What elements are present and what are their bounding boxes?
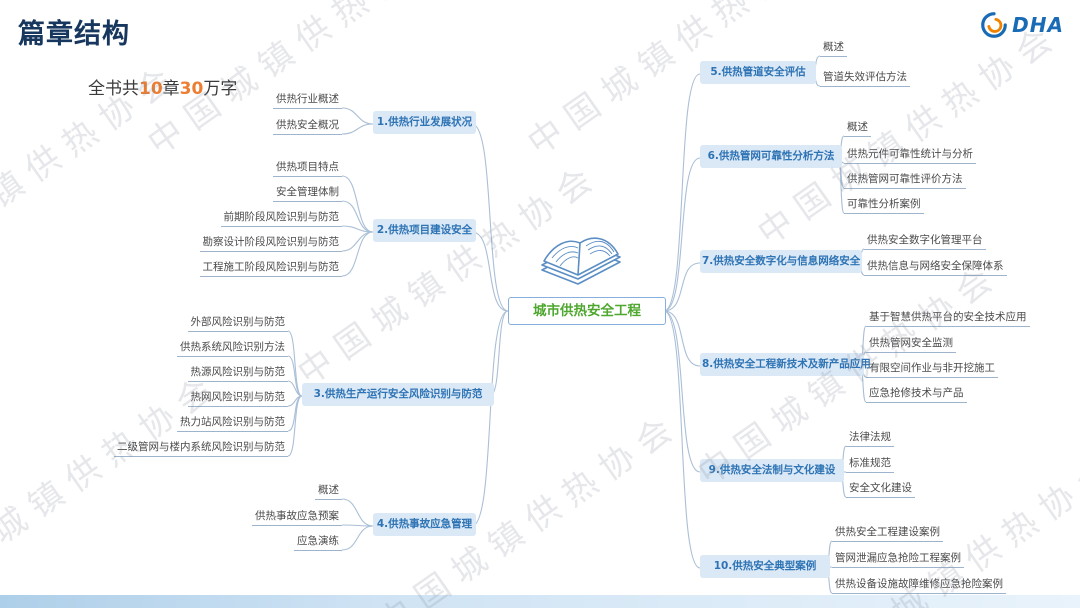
bottom-accent-bar: [0, 595, 1080, 608]
leaf-node: 安全管理体制: [273, 185, 342, 202]
page-title: 篇章结构: [18, 19, 130, 50]
leaf-node: 可靠性分析案例: [844, 197, 924, 214]
leaf-node: 供热信息与网络安全保障体系: [864, 259, 1007, 276]
leaf-node: 供热管网可靠性评价方法: [844, 172, 966, 189]
chapter-node-4: 4.供热事故应急管理: [373, 513, 476, 536]
leaf-node: 法律法规: [846, 430, 894, 447]
leaf-node: 工程施工阶段风险识别与防范: [199, 260, 342, 277]
chapter-node-3: 3.供热生产运行安全风险识别与防范: [302, 383, 494, 406]
leaf-node: 供热行业概述: [273, 92, 342, 109]
leaf-node: 安全文化建设: [846, 481, 915, 498]
leaf-node: 供热管网安全监测: [866, 336, 956, 353]
leaf-node: 标准规范: [846, 456, 894, 473]
leaf-node: 供热项目特点: [273, 160, 342, 177]
chapter-node-8: 8.供热安全工程新技术及新产品应用: [700, 353, 871, 376]
leaf-node: 供热设备设施故障维修应急抢险案例: [832, 577, 1006, 594]
leaf-node: 基于智慧供热平台的安全技术应用: [866, 310, 1030, 327]
leaf-node: 管网泄漏应急抢险工程案例: [832, 551, 964, 568]
chapter-node-5: 5.供热管道安全评估: [700, 61, 816, 84]
leaf-node: 供热安全工程建设案例: [832, 525, 943, 542]
leaf-node: 供热元件可靠性统计与分析: [844, 147, 976, 164]
leaf-node: 热网风险识别与防范: [187, 390, 288, 407]
subtitle-word-count: 30: [179, 79, 204, 99]
root-node: 城市供热安全工程: [508, 297, 666, 325]
leaf-node: 二级管网与楼内系统风险识别与防范: [114, 440, 288, 457]
chapter-node-9: 9.供热安全法制与文化建设: [700, 459, 844, 482]
leaf-node: 勘察设计阶段风险识别与防范: [199, 235, 342, 252]
chapter-node-10: 10.供热安全典型案例: [700, 555, 830, 578]
leaf-node: 概述: [820, 40, 847, 57]
leaf-node: 供热安全概况: [273, 118, 342, 135]
leaf-node: 应急抢修技术与产品: [866, 386, 967, 403]
cdha-logo: DHA: [979, 10, 1064, 40]
leaf-node: 外部风险识别与防范: [187, 315, 288, 332]
subtitle-mid: 章: [162, 79, 180, 99]
subtitle: 全书共10章30万字: [88, 74, 237, 99]
leaf-node: 有限空间作业与非开挖施工: [866, 361, 998, 378]
leaf-node: 供热事故应急预案: [252, 509, 342, 526]
leaf-node: 概述: [844, 120, 871, 137]
subtitle-chapter-count: 10: [139, 79, 163, 99]
leaf-node: 概述: [315, 483, 342, 500]
leaf-node: 热源风险识别与防范: [187, 365, 288, 382]
chapter-node-7: 7.供热安全数字化与信息网络安全: [700, 250, 862, 273]
book-icon: [541, 237, 621, 285]
subtitle-pre: 全书共: [88, 79, 139, 99]
chapter-node-6: 6.供热管网可靠性分析方法: [700, 145, 842, 168]
chapter-node-1: 1.供热行业发展状况: [373, 111, 476, 134]
subtitle-suf: 万字: [203, 79, 238, 99]
chapter-node-2: 2.供热项目建设安全: [373, 219, 476, 242]
leaf-node: 前期阶段风险识别与防范: [220, 210, 342, 227]
leaf-node: 热力站风险识别与防范: [177, 415, 288, 432]
logo-text: DHA: [1012, 13, 1064, 37]
leaf-node: 管道失效评估方法: [820, 70, 910, 87]
leaf-node: 供热安全数字化管理平台: [864, 233, 986, 250]
leaf-node: 应急演练: [294, 534, 342, 551]
cdha-logo-icon: [981, 12, 1008, 38]
leaf-node: 供热系统风险识别方法: [177, 340, 288, 357]
